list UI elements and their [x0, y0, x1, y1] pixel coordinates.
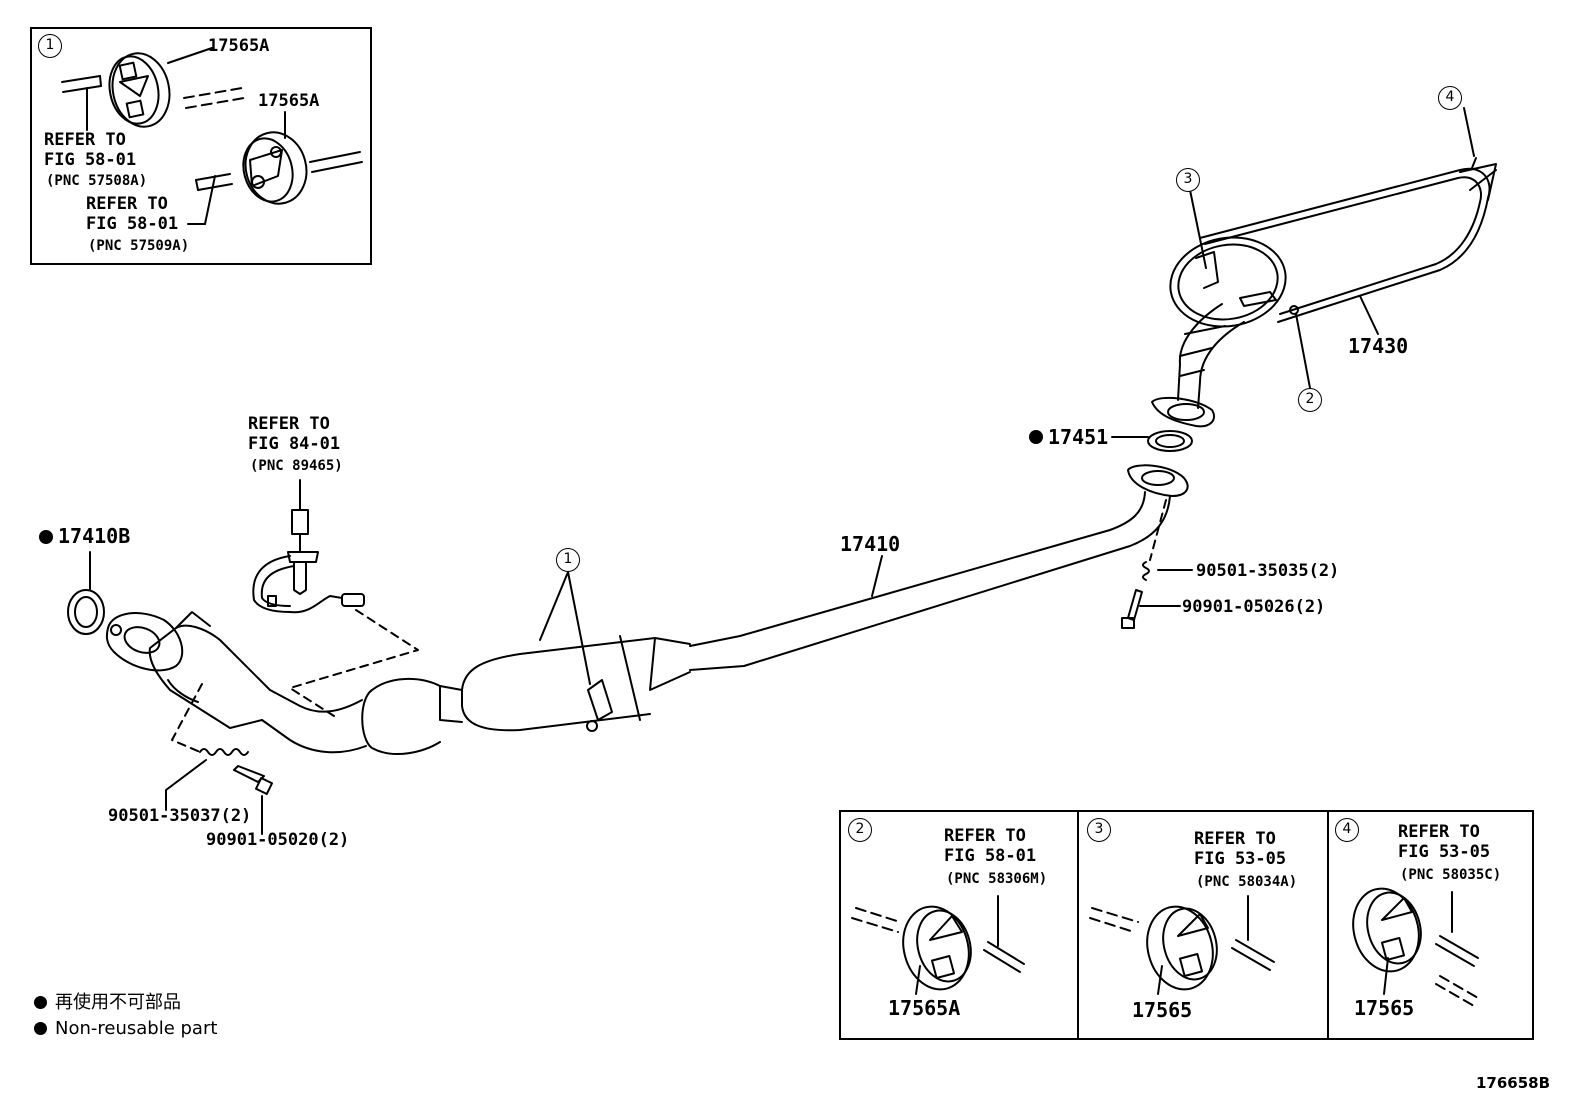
label-bolt-front: 90901-05020(2) [206, 830, 350, 850]
inset4-ref-line1: REFER TO [1398, 822, 1480, 842]
inset4-part: 17565 [1354, 996, 1415, 1020]
callout-3-main: 3 [1176, 168, 1200, 192]
callout-3-inset: 3 [1087, 818, 1111, 842]
inset3-ref-line1: REFER TO [1194, 829, 1276, 849]
callout-2-main: 2 [1298, 388, 1322, 412]
callout-4-inset: 4 [1335, 818, 1359, 842]
inset1-part-top: 17565A [208, 36, 270, 56]
figure-id: 176658B [1476, 1074, 1551, 1092]
label-pipe: 17410 [840, 532, 901, 556]
gasket-top-art [1111, 430, 1193, 452]
label-spring-rear: 90501-35035(2) [1196, 561, 1340, 581]
inset2-part: 17565A [888, 996, 961, 1020]
inset2-ref-line3: (PNC 58306M) [946, 871, 1048, 887]
inset3-art [1089, 895, 1275, 995]
inset3-ref-line2: FIG 53-05 [1194, 849, 1287, 869]
inset3-part: 17565 [1132, 998, 1193, 1022]
inset2-ref-line1: REFER TO [944, 826, 1026, 846]
sensor-ref-line2: FIG 84-01 [248, 434, 341, 454]
legend-dot-icon [34, 1022, 47, 1035]
sensor-ref-line3: (PNC 89465) [250, 458, 343, 474]
legend-english: Non-reusable part [34, 1018, 217, 1040]
legend-dot-icon [34, 996, 47, 1009]
inset1-ref1-line3: (PNC 57508A) [46, 173, 148, 189]
inset2-ref-line2: FIG 58-01 [944, 846, 1037, 866]
label-gasket-front: 17410B [58, 524, 131, 548]
callout-1-main: 1 [556, 548, 580, 572]
inset1-frame [30, 27, 372, 265]
inset4-ref-line3: (PNC 58035C) [1400, 867, 1502, 883]
legend-english-text: Non-reusable part [55, 1018, 218, 1039]
inset1-part-mid: 17565A [258, 91, 320, 111]
sensor-ref-line1: REFER TO [248, 414, 330, 434]
callout-2-inset: 2 [848, 818, 872, 842]
inset1-ref1-line2: FIG 58-01 [44, 150, 137, 170]
inset2-art [851, 895, 1025, 995]
inset1-art [61, 47, 363, 225]
legend-japanese: 再使用不可部品 [34, 992, 181, 1014]
label-muffler: 17430 [1348, 334, 1409, 358]
non-reusable-bullet-17410b [39, 530, 53, 544]
o2-sensor-art [252, 479, 419, 717]
inset1-ref2-line1: REFER TO [86, 194, 168, 214]
inset3-ref-line3: (PNC 58034A) [1196, 874, 1298, 890]
inset1-ref2-line2: FIG 58-01 [86, 214, 179, 234]
callout-4-main: 4 [1438, 86, 1462, 110]
label-gasket-top: 17451 [1048, 425, 1109, 449]
label-bolt-rear: 90901-05026(2) [1182, 597, 1326, 617]
inset4-frame [1327, 810, 1534, 1040]
label-spring-front: 90501-35037(2) [108, 806, 252, 826]
inset1-ref2-line3: (PNC 57509A) [88, 238, 190, 254]
legend-japanese-text: 再使用不可部品 [55, 992, 181, 1013]
callout-1-inset: 1 [38, 34, 62, 58]
leaders [539, 107, 1475, 685]
rear-fasteners-art [1121, 561, 1193, 629]
inset1-ref1-line1: REFER TO [44, 130, 126, 150]
muffler-art [1151, 157, 1497, 428]
inset4-art [1352, 887, 1479, 1007]
gasket-front-art [67, 551, 105, 635]
non-reusable-bullet-17451 [1029, 430, 1043, 444]
front-fasteners-art [165, 748, 274, 835]
inset4-ref-line2: FIG 53-05 [1398, 842, 1491, 862]
